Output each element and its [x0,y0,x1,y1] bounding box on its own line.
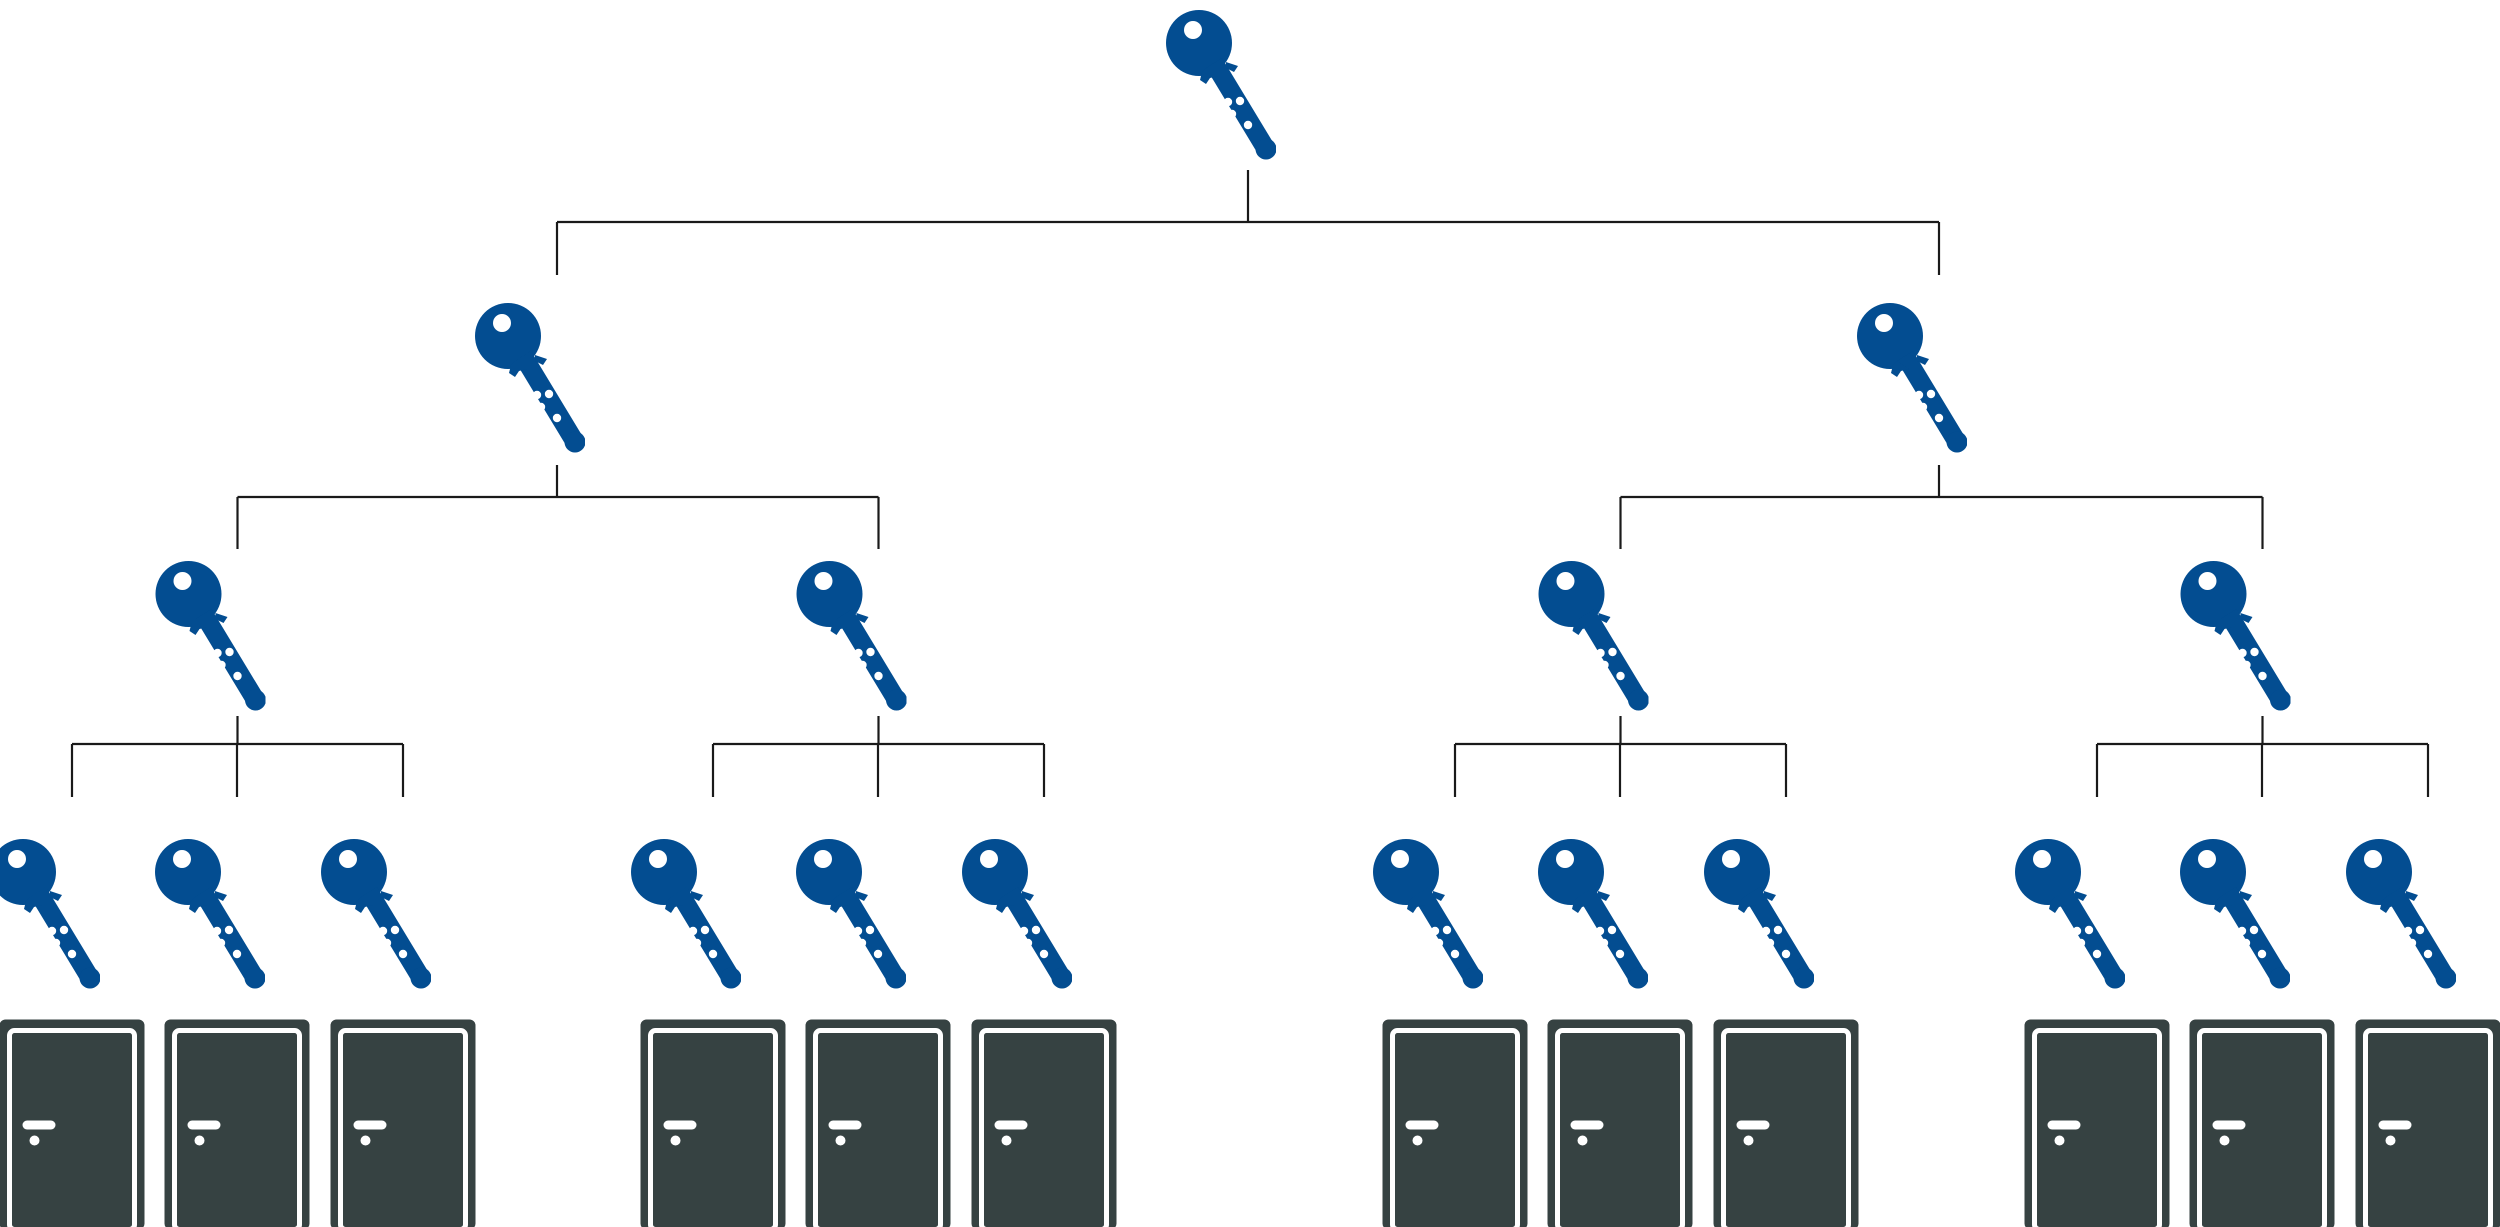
door-icon-door-10 [2025,1020,2170,1227]
key-icon-door-key-11 [2180,839,2290,989]
door-icon-door-11 [2190,1020,2335,1227]
door-icon-door-6 [972,1020,1117,1227]
door-icon-door-9 [1714,1020,1859,1227]
door-icon-door-4 [641,1020,786,1227]
door-icon-door-2 [165,1020,310,1227]
key-icon-group-key-a [475,303,585,453]
key-icon-sub-key-a1 [155,561,266,711]
door-icon-door-5 [806,1020,951,1227]
keys-layer [0,10,2456,989]
key-icon-door-key-8 [1538,839,1648,989]
key-icon-door-key-6 [962,839,1072,989]
key-icon-door-key-10 [2015,839,2125,989]
doors-layer [0,1020,2500,1227]
key-icon-door-key-12 [2346,839,2456,989]
door-icon-door-1 [0,1020,145,1227]
key-icon-door-key-4 [631,839,741,989]
door-icon-door-8 [1548,1020,1693,1227]
key-icon-door-key-5 [796,839,906,989]
key-icon-sub-key-a2 [796,561,907,711]
door-icon-door-12 [2356,1020,2500,1227]
key-icon-sub-key-b1 [1538,561,1649,711]
key-icon-door-key-3 [321,839,431,989]
key-icon-group-key-b [1857,303,1967,453]
key-icon-door-key-1 [0,839,100,989]
key-icon-door-key-7 [1373,839,1483,989]
door-icon-door-3 [331,1020,476,1227]
key-icon-door-key-2 [155,839,265,989]
door-icon-door-7 [1383,1020,1528,1227]
key-icon-sub-key-b2 [2180,561,2291,711]
connector-lines [70,170,2430,797]
key-icon-door-key-9 [1704,839,1814,989]
key-icon-master-key [1166,10,1276,160]
